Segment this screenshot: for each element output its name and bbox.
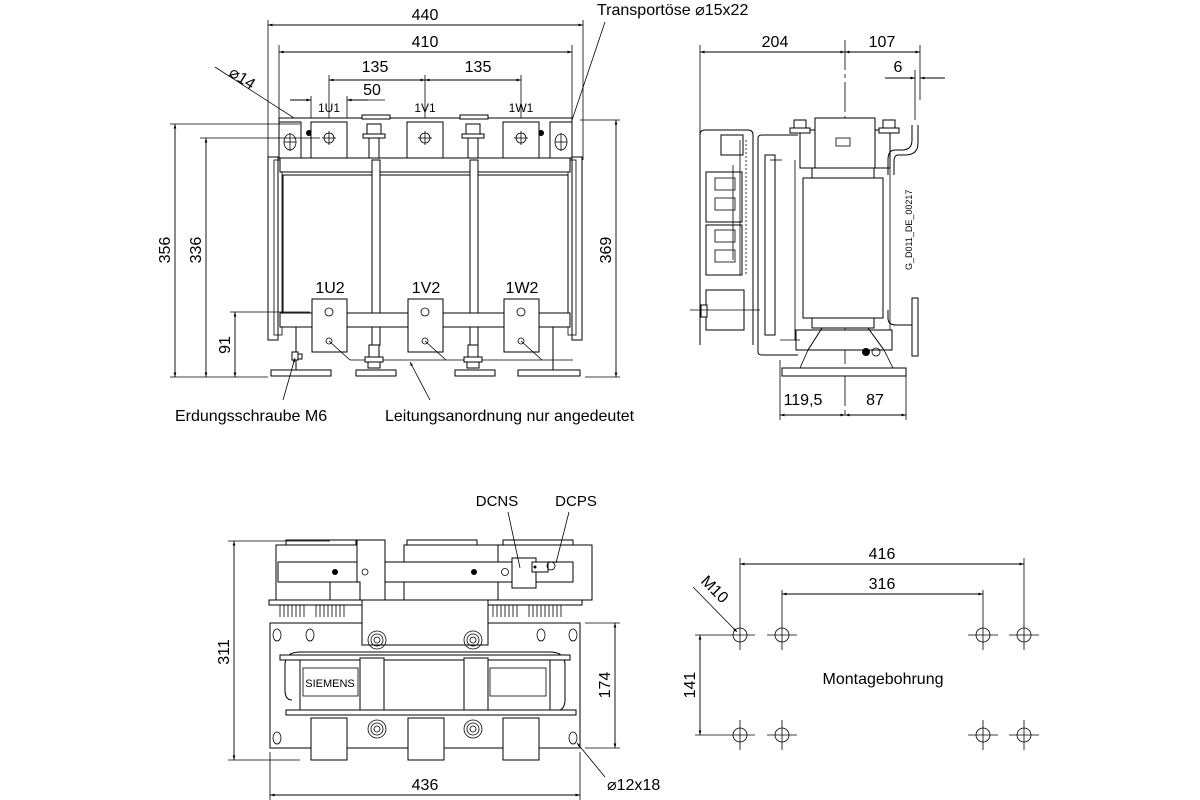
label-dcps: DCPS (555, 493, 597, 510)
terminal-1v2: 1V2 (412, 280, 441, 297)
terminal-1v1: 1V1 (414, 101, 436, 115)
dim-slot: ⌀12x18 (607, 777, 660, 794)
dim-mount-vertical: 141 (682, 672, 699, 699)
dim-foot-right: 87 (866, 392, 884, 409)
brand-label: SIEMENS (305, 678, 355, 690)
top-view: SIEMENS DCNS DCPS 311 174 436 ⌀12x18 (216, 493, 660, 800)
terminal-1u1: 1U1 (318, 101, 340, 115)
dim-hole-spacing: 174 (597, 672, 614, 699)
mounting-title: Montagebohrung (823, 671, 944, 688)
dim-height-total: 356 (157, 237, 174, 264)
dim-pitch-left: 135 (362, 59, 389, 76)
terminal-1w1: 1W1 (509, 101, 534, 115)
side-view: 204 107 6 (690, 34, 945, 420)
dim-thread: M10 (697, 573, 731, 607)
dim-top-width: 436 (412, 777, 439, 794)
dim-foot-left: 119,5 (784, 392, 823, 409)
callout-wiring-note: Leitungsanordnung nur angedeutet (385, 408, 635, 425)
dim-mount-width: 410 (412, 34, 439, 51)
dim-overall-width: 440 (412, 7, 439, 24)
dim-height-terminal: 336 (188, 237, 205, 264)
mounting-hole-pattern: 416 316 M10 141 Montagebohrung (682, 546, 1039, 750)
dim-left-depth: 204 (762, 34, 789, 51)
dim-top-depth: 311 (216, 639, 233, 665)
front-view: 440 410 135 135 50 ⌀14 Transportöse ⌀15x… (157, 2, 748, 425)
dim-pitch-right: 135 (465, 59, 492, 76)
dim-offset: 50 (363, 82, 381, 99)
drawing-code: G_D011_DE_00217 (904, 190, 914, 270)
dim-mount-outer: 416 (869, 546, 896, 563)
terminal-1w2: 1W2 (506, 280, 539, 297)
callout-transport-eye: Transportöse ⌀15x22 (597, 2, 748, 19)
dim-mount-inner: 316 (869, 576, 896, 593)
dim-hole-dia: ⌀14 (226, 64, 258, 93)
dim-right-depth: 107 (869, 34, 896, 51)
label-dcns: DCNS (476, 493, 519, 510)
terminal-1u2: 1U2 (315, 280, 344, 297)
dim-height-lower-terminal: 91 (217, 336, 234, 354)
dim-flange: 6 (894, 59, 903, 76)
callout-ground-screw: Erdungsschraube M6 (175, 408, 327, 425)
dim-height-right: 369 (598, 237, 615, 264)
